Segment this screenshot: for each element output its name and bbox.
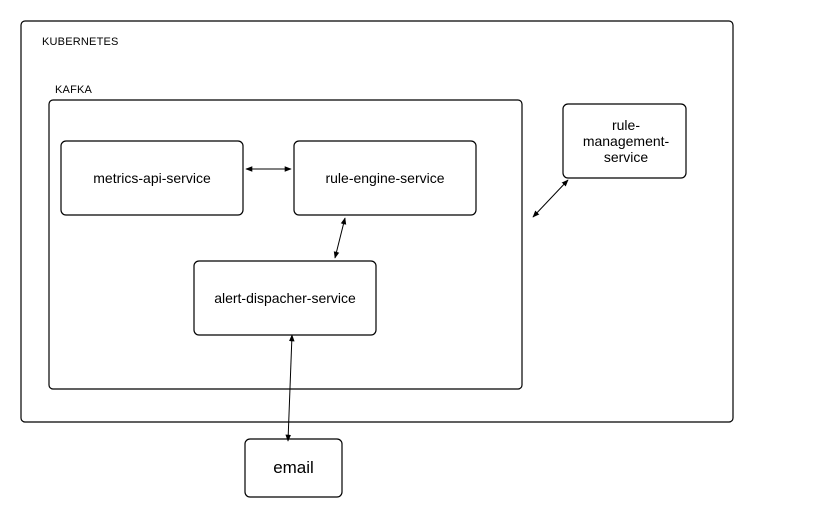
rule-management-service-box	[562, 103, 687, 179]
metrics-api-service-box	[60, 140, 244, 216]
rule-engine-service-box	[293, 140, 477, 216]
alert-dispacher-service-box	[193, 260, 377, 336]
kubernetes-container	[20, 20, 734, 423]
kubernetes-label: KUBERNETES	[42, 36, 119, 48]
rule-engine-service-label: rule-engine-service	[325, 170, 445, 186]
rule-management-service-label: rule-management-service	[582, 117, 670, 165]
metrics-api-service-label: metrics-api-service	[93, 170, 211, 186]
edge-rule-engine-alert-dispatcher	[333, 217, 347, 259]
edge-kafka-rule-management	[532, 179, 569, 218]
kafka-label: KAFKA	[55, 84, 93, 96]
edge-alert-dispatcher-email	[285, 334, 295, 442]
alert-dispacher-service-label: alert-dispacher-service	[214, 290, 356, 306]
email-label: email	[273, 458, 314, 477]
